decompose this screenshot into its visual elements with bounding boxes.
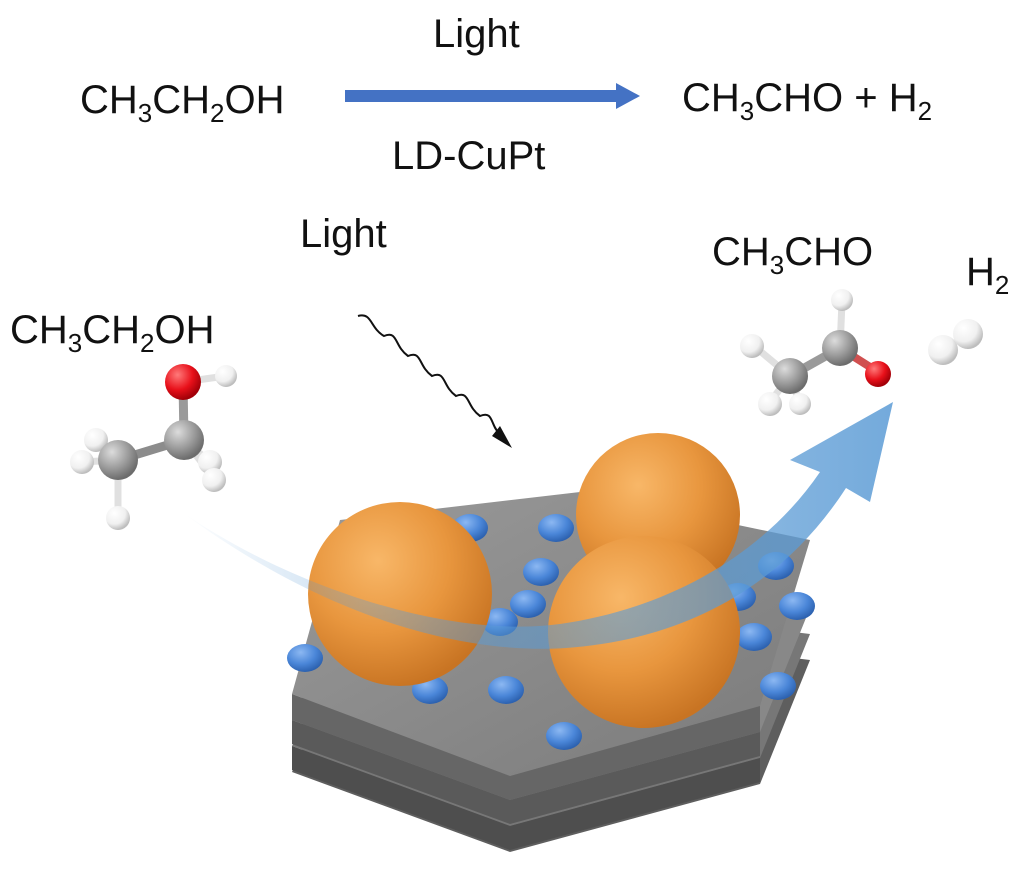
text-part: CH xyxy=(10,308,68,352)
subscript: 3 xyxy=(769,250,785,280)
h2-molecule xyxy=(928,319,983,365)
subscript: 3 xyxy=(739,96,755,126)
text-part: H xyxy=(966,250,995,294)
text-part: CHO + H xyxy=(754,76,918,120)
text-part: CH xyxy=(80,78,138,122)
subscript: 3 xyxy=(137,98,153,128)
acetaldehyde-molecule xyxy=(740,289,891,416)
subscript: 3 xyxy=(67,328,83,358)
text-part: CH xyxy=(152,78,211,122)
flow-arrow-icon xyxy=(182,402,893,649)
text-part: OH xyxy=(154,308,215,352)
subscript: 2 xyxy=(994,270,1010,300)
h2-label: H2 xyxy=(966,250,1009,298)
reaction-arrow-icon xyxy=(345,83,640,109)
equation-reactant: CH3CH2OH xyxy=(80,78,285,126)
aldehyde-label: CH3CHO xyxy=(712,230,874,278)
subscript: 2 xyxy=(210,98,225,128)
light-label: Light xyxy=(300,212,387,256)
text-part: CHO xyxy=(784,230,874,274)
equation-product: CH3CHO + H2 xyxy=(682,76,932,124)
equation-condition-top: Light xyxy=(433,12,520,56)
equation-condition-bottom: LD-CuPt xyxy=(392,134,546,178)
text-part: CH xyxy=(712,230,770,274)
subscript: 2 xyxy=(917,96,933,126)
pt-nanoparticles xyxy=(287,514,815,750)
text-part: CH xyxy=(682,76,740,120)
subscript: 2 xyxy=(140,328,155,358)
text-part: OH xyxy=(224,78,285,122)
ethanol-molecule xyxy=(70,364,237,530)
wavy-light-arrow-icon xyxy=(357,314,512,448)
text-part: CH xyxy=(82,308,141,352)
reactant-label: CH3CH2OH xyxy=(10,308,215,356)
